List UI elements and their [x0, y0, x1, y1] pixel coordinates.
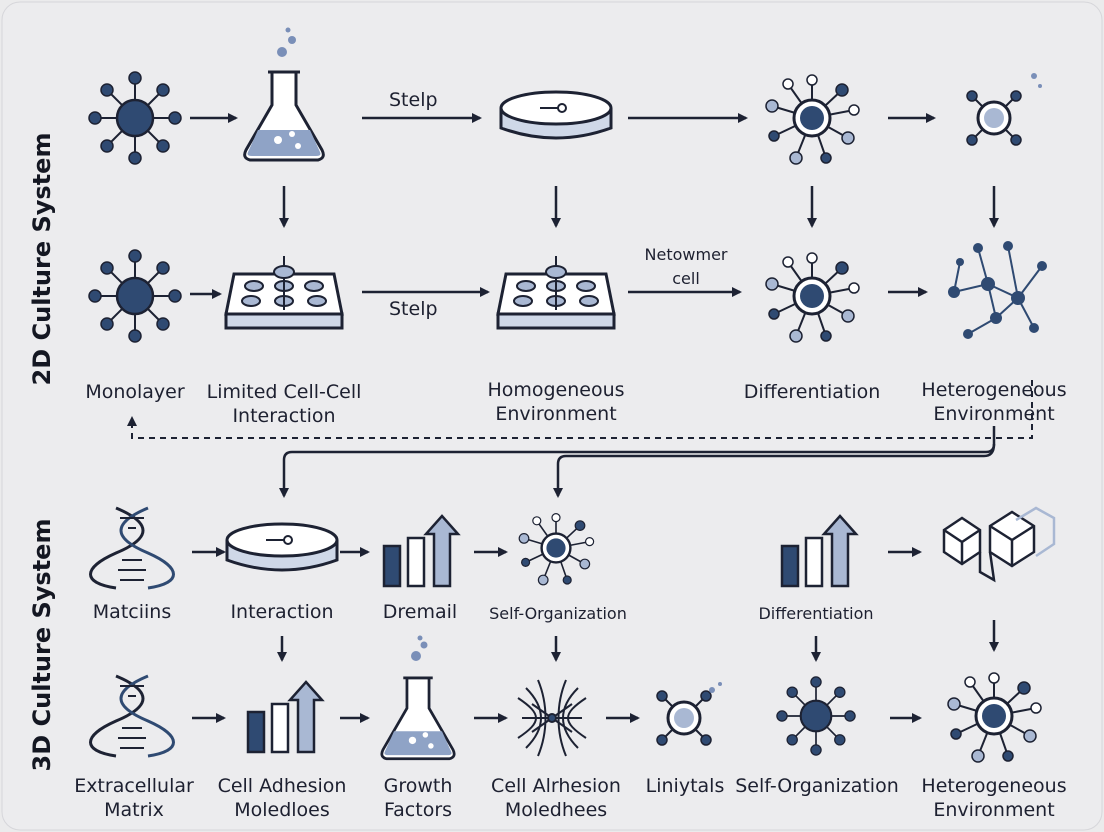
bubbles-icon: [411, 635, 428, 661]
label-adhesion-line1: Cell Adhesion: [217, 775, 347, 797]
sparkle-icon: [709, 682, 722, 693]
section-title-2d: 2D Culture System: [28, 132, 56, 386]
connector-arrow: [553, 443, 996, 498]
feedback-arrow: [127, 380, 1033, 439]
label-limited-line2: Interaction: [232, 405, 336, 427]
sparkle-icon: [1031, 73, 1042, 88]
cubes-icon: [942, 506, 1056, 583]
arrow-label: cell: [672, 269, 700, 288]
label-dremail: Dremail: [382, 601, 458, 623]
label-homogeneous-line1: Homogeneous: [487, 379, 625, 401]
cell-icon: [775, 675, 857, 757]
label-self-organization-2: Self-Organization: [735, 775, 899, 797]
label-interaction: Interaction: [230, 601, 334, 623]
network-icon: [948, 241, 1047, 339]
label-heterogeneous-3d-line2: Environment: [933, 799, 1055, 821]
label-differentiation-3d: Differentiation: [758, 604, 874, 623]
label-liniytals: Liniytals: [645, 775, 725, 797]
label-growth-line2: Factors: [383, 799, 453, 821]
label-growth-line1: Growth: [383, 775, 453, 797]
label-differentiation: Differentiation: [743, 381, 881, 403]
arrow-label: Stelp: [389, 298, 438, 320]
bubbles-icon: [277, 27, 296, 57]
label-heterogeneous-line1: Heterogeneous: [921, 379, 1067, 401]
label-adhesion-line2: Moledloes: [234, 799, 330, 821]
label-monolayer: Monolayer: [85, 381, 185, 403]
organoid-icon: [517, 679, 587, 757]
label-homogeneous-line2: Environment: [495, 403, 617, 425]
label-alrhesion-line1: Cell Alrhesion: [491, 775, 621, 797]
cell-icon: [87, 248, 183, 344]
label-matciins: Matciins: [92, 601, 172, 623]
label-ecm-line2: Matrix: [104, 799, 164, 821]
section-title-3d: 3D Culture System: [28, 518, 56, 772]
petri-dish-icon: [225, 522, 339, 572]
label-heterogeneous-3d-line1: Heterogeneous: [921, 775, 1067, 797]
label-ecm-line1: Extracellular: [74, 775, 194, 797]
cell-icon: [87, 70, 183, 166]
petri-dish-icon: [499, 90, 613, 140]
arrow-label: Netowmer: [644, 245, 728, 264]
label-alrhesion-line2: Moledhees: [504, 799, 608, 821]
label-limited-line1: Limited Cell-Cell: [206, 381, 362, 403]
label-heterogeneous-line2: Environment: [933, 403, 1055, 425]
arrow-label: Stelp: [389, 89, 438, 111]
label-self-organization: Self-Organization: [489, 604, 627, 623]
